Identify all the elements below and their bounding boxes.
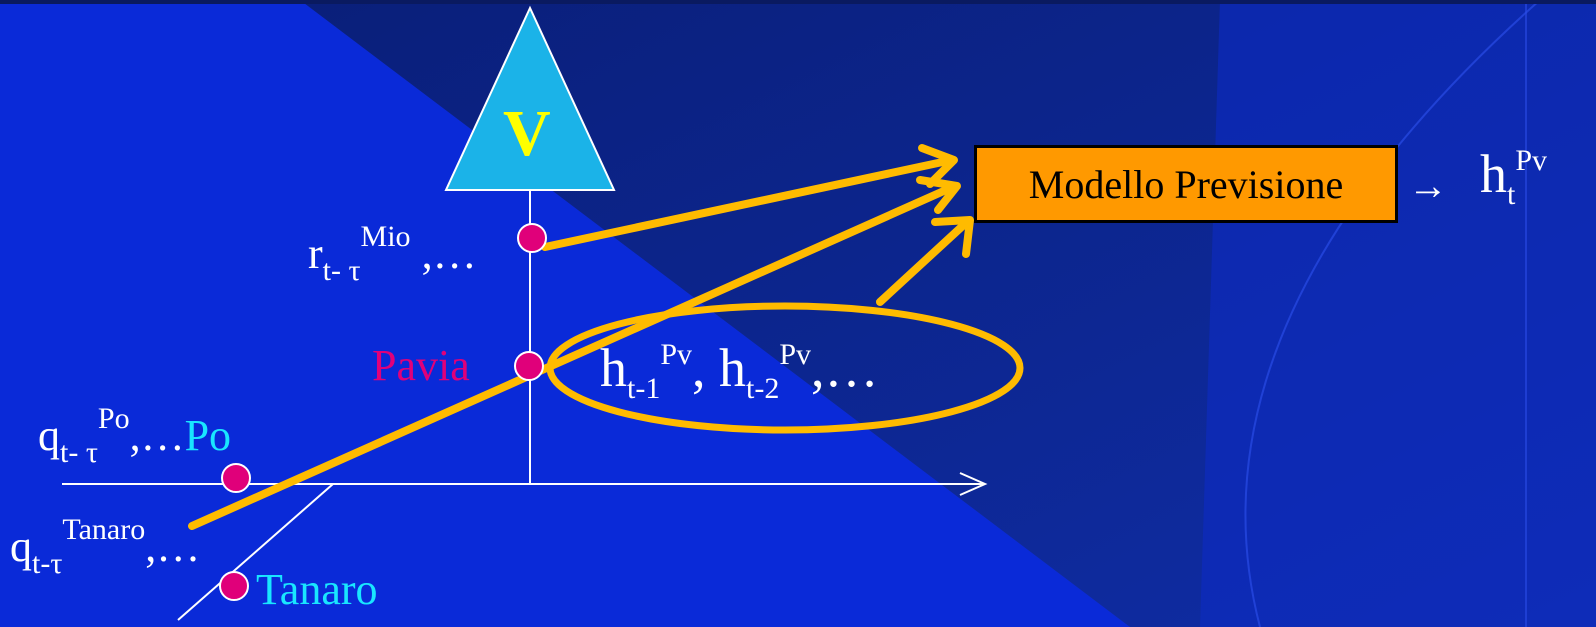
forecast-model-label: Modello Previsione (1028, 161, 1344, 207)
top-bar (0, 0, 1596, 4)
h-series-label: ht-1Pv, ht-2Pv,… (600, 338, 879, 405)
arrow-rain-to-model (541, 156, 956, 251)
po-node (221, 463, 251, 493)
forecast-model-box: Modello Previsione (974, 145, 1398, 223)
pavia-label: Pavia (372, 341, 470, 390)
background-shade-right (1200, 0, 1596, 627)
po-name: Po (184, 411, 232, 460)
arrow-history-to-model-head (931, 216, 974, 258)
arrow-rain-to-model-head (918, 144, 958, 188)
tanaro-flow-label: qt-τTanaro,… (10, 513, 201, 580)
tanaro-node (219, 571, 249, 601)
background-arc (1244, 0, 1541, 627)
tanaro-name: Tanaro (256, 565, 378, 614)
arrow-tanaro-to-model (188, 182, 959, 530)
output-label: htPv (1480, 144, 1548, 211)
horizontal-axis-arrowhead (959, 472, 988, 496)
arrow-tanaro-to-model-head (916, 176, 961, 214)
pavia-node (514, 351, 544, 381)
po-label: qt- τPo,…Po (38, 402, 232, 469)
rain-node (517, 223, 547, 253)
reservoir-triangle (444, 5, 616, 191)
rain-label: rt- τMio ,… (308, 220, 477, 287)
tanaro-axis (177, 483, 334, 621)
reservoir-letter: V (503, 97, 551, 170)
arrow-history-to-model (876, 217, 972, 306)
output-arrow: → (1408, 163, 1448, 208)
